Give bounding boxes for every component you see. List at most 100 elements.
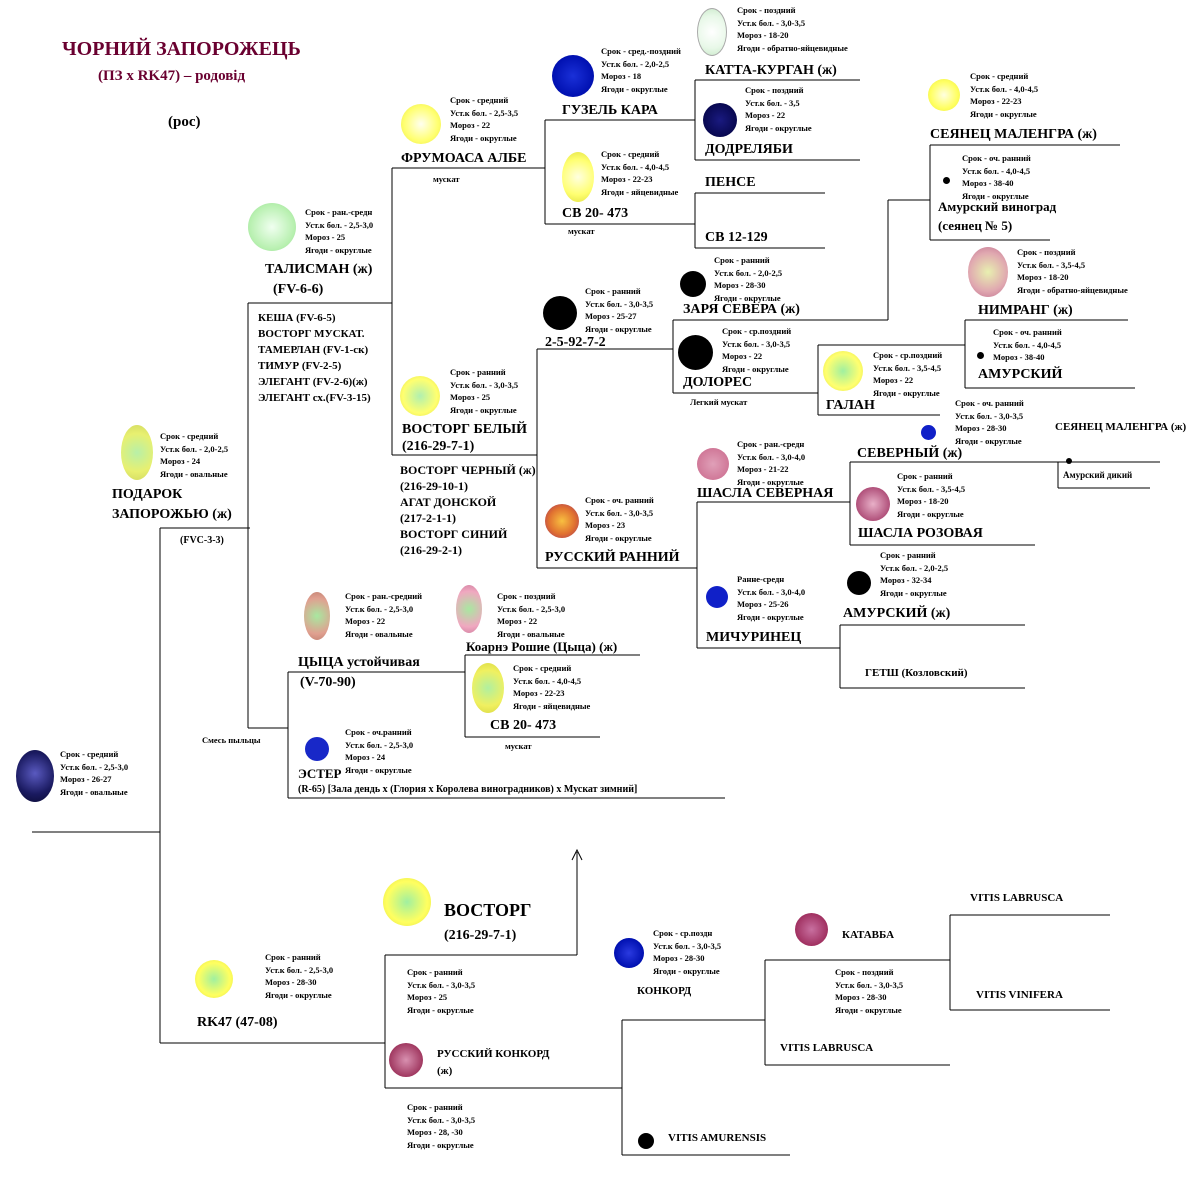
rk47-name: RK47 (47-08) [197, 1015, 278, 1030]
berry-talisman-icon [248, 203, 296, 251]
zarya-name: ЗАРЯ СЕВЕРА (ж) [683, 302, 800, 317]
amurski2-name: АМУРСКИЙ (ж) [843, 606, 951, 621]
galan-name: ГАЛАН [826, 398, 875, 413]
berry-ester-icon [305, 737, 329, 761]
michurinets-name: МИЧУРИНЕЦ [706, 630, 802, 645]
sv12129-name: СВ 12-129 [705, 230, 768, 245]
diagram-subtitle: (ПЗ х RK47) – родовід [98, 68, 246, 84]
berry-shasla-roz-icon [856, 487, 890, 521]
f2592-name: 2-5-92-7-2 [545, 335, 606, 350]
sv473b-name: СВ 20- 473 [490, 718, 557, 733]
berry-sv473b-icon [472, 663, 504, 713]
dolores-name: ДОЛОРЕС [683, 375, 753, 390]
berry-shasla-sev-icon [697, 448, 729, 480]
vostorg-sibling-list: ВОСТОРГ ЧЕРНЫЙ (ж)(216-29-10-1)АГАТ ДОНС… [400, 463, 536, 557]
katavba-name: КАТАВБА [842, 929, 895, 941]
dolores-note: Легкий мускат [690, 397, 748, 407]
berry-podarok-icon [121, 425, 153, 480]
diagram-title: ЧОРНИЙ ЗАПОРОЖЕЦЬ [62, 38, 301, 60]
vostorg-code: (216-29-7-1) [444, 928, 517, 943]
seyanets2-name: СЕЯНЕЦ МАЛЕНГРА (ж) [1055, 421, 1187, 433]
shasla-sev-name: ШАСЛА СЕВЕРНАЯ [697, 486, 834, 501]
seyanets1-name: СЕЯНЕЦ МАЛЕНГРА (ж) [930, 127, 1097, 142]
labrusca2-name: VITIS LABRUSCA [780, 1042, 874, 1054]
talisman-name: ТАЛИСМАН (ж) [265, 262, 373, 277]
berry-vostorg-bely-icon [400, 376, 440, 416]
berry-amur-icon [943, 177, 950, 184]
dodrelyabi-name: ДОДРЕЛЯБИ [705, 142, 793, 157]
berry-chorny-icon [16, 750, 54, 802]
amurski1-name: АМУРСКИЙ [978, 367, 1063, 382]
tsytsa-code: (V-70-90) [300, 675, 356, 690]
berry-dodrelyabi-icon [703, 103, 737, 137]
berry-konkord-icon [614, 938, 644, 968]
getsh-name: ГЕТШ (Козловский) [865, 667, 968, 679]
russky-ranny-name: РУССКИЙ РАННИЙ [545, 550, 680, 565]
smes-label: Смесь пыльцы [202, 735, 261, 745]
berry-2592-icon [543, 296, 577, 330]
seyanets2-sub: Амурский дикий [1063, 470, 1133, 480]
sv473a-name: СВ 20- 473 [562, 206, 629, 221]
severny-name: СЕВЕРНЫЙ (ж) [857, 446, 963, 461]
vinifera-name: VITIS VINIFERA [976, 989, 1063, 1001]
rusk-konkord-name-2: (ж) [437, 1065, 453, 1077]
berry-russky-ranny-icon [545, 504, 579, 538]
berry-amurski2-icon [847, 571, 871, 595]
vostorg-bely-code: (216-29-7-1) [402, 439, 475, 454]
talisman-code: (FV-6-6) [273, 282, 324, 297]
pense-name: ПЕНСЕ [705, 175, 756, 190]
sv473b-note: мускат [505, 741, 532, 751]
labrusca1-name: VITIS LABRUSCA [970, 892, 1064, 904]
amur-vinograd-name: Амурский виноград [938, 199, 1057, 214]
podarok-name-2: ЗАПОРОЖЬЮ (ж) [112, 507, 232, 522]
berry-amurski-icon [977, 352, 984, 359]
talisman-sibling-list: КЕША (FV-6-5)ВОСТОРГ МУСКАТ.ТАМЕРЛАН (FV… [258, 312, 371, 404]
amur-vinograd-name-2: (сеянец № 5) [938, 218, 1013, 233]
berry-rk47-icon [195, 960, 233, 998]
berry-seyanets2-icon [1066, 458, 1072, 464]
koarne-name: Коарнэ Рошие (Цыца) (ж) [466, 639, 618, 654]
berry-frumoasa-icon [401, 104, 441, 144]
note-ros: (рос) [168, 114, 201, 130]
frumoasa-note: мускат [433, 174, 460, 184]
rusk-konkord-name: РУССКИЙ КОНКОРД [437, 1048, 550, 1060]
berry-guzel-icon [552, 55, 594, 97]
berry-nimrang-icon [968, 247, 1008, 297]
guzel-name: ГУЗЕЛЬ КАРА [562, 103, 658, 118]
nimrang-name: НИМРАНГ (ж) [978, 303, 1073, 318]
berry-michurinets-icon [706, 586, 728, 608]
tsytsa-name: ЦЫЦА устойчивая [298, 655, 420, 670]
podarok-code: (FVC-3-3) [180, 535, 224, 546]
berry-koarne-icon [456, 585, 482, 633]
berry-sv473-icon [562, 152, 594, 202]
katta-name: КАТТА-КУРГАН (ж) [705, 63, 837, 78]
shasla-roz-name: ШАСЛА РОЗОВАЯ [858, 526, 983, 541]
berry-zarya-icon [680, 271, 706, 297]
